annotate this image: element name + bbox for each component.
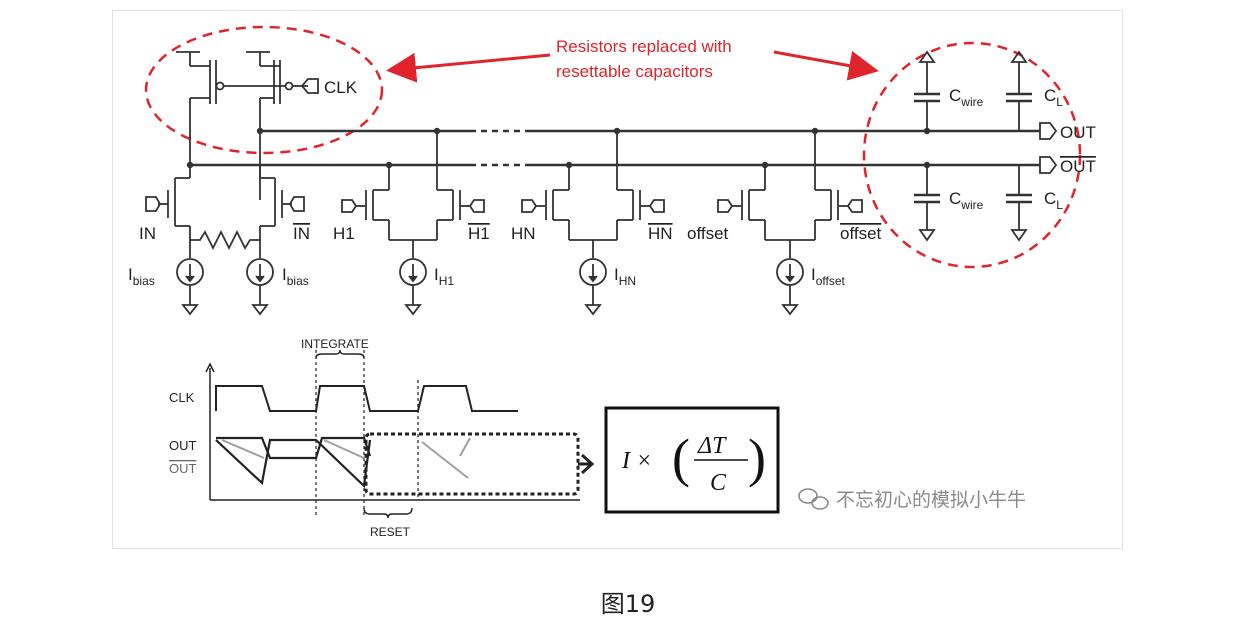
integrate-label: INTEGRATE xyxy=(301,337,369,351)
wechat-icon xyxy=(798,488,829,510)
callout-arrow-right xyxy=(773,50,879,81)
diff-pair-in xyxy=(145,165,305,258)
ihn-label: IHN xyxy=(614,265,636,288)
highlight-box xyxy=(364,432,580,496)
reset-label: RESET xyxy=(370,525,411,539)
callout-line1: Resistors replaced with xyxy=(556,37,732,56)
cwire-bottom-label: Cwire xyxy=(949,189,984,212)
pmos-load-right xyxy=(246,51,294,200)
circuit xyxy=(145,50,1058,316)
callout: Resistors replaced with resettable capac… xyxy=(144,25,1082,269)
out-bar-label: OUT xyxy=(1060,157,1096,176)
callout-ellipse-right xyxy=(862,41,1082,269)
formula-paren-right: ) xyxy=(748,428,766,488)
clk-label: CLK xyxy=(324,78,358,97)
cl-top-label: CL xyxy=(1044,86,1063,109)
ibias-left-label: Ibias xyxy=(128,265,155,288)
timing-clk-label: CLK xyxy=(169,390,195,405)
timing-out-label: OUT xyxy=(169,438,197,453)
formula-denominator: C xyxy=(710,470,727,496)
timing-labels: INTEGRATE RESET CLK OUT OUT xyxy=(169,337,411,539)
diff-pair-offset xyxy=(717,131,863,258)
offset-label: offset xyxy=(687,224,729,243)
watermark-text: 不忘初心的模拟小牛牛 xyxy=(836,489,1026,511)
cl-bottom-label: CL xyxy=(1044,189,1063,212)
formula-box: I × ( ΔT C ) xyxy=(604,406,780,514)
h1-label: H1 xyxy=(333,224,355,243)
formula-paren-left: ( xyxy=(672,428,690,488)
watermark: 不忘初心的模拟小牛牛 xyxy=(798,488,1026,511)
ibias-right-label: Ibias xyxy=(282,265,309,288)
h1-bar-label: H1 xyxy=(468,224,490,243)
hn-label: HN xyxy=(511,224,536,243)
callout-arrow-left xyxy=(386,52,551,83)
offset-bar-label: offset xyxy=(840,224,882,243)
grey-trace xyxy=(221,437,471,479)
timing-out-bar-label: OUT xyxy=(169,461,197,476)
current-sources xyxy=(176,258,804,316)
figure-caption: 图19 xyxy=(600,590,656,618)
in-label: IN xyxy=(139,224,156,243)
clk-waveform xyxy=(215,385,518,412)
diff-pair-h1 xyxy=(341,131,485,258)
callout-line2: resettable capacitors xyxy=(556,62,713,81)
circuit-labels: CLK OUT OUT Cwire CL Cwire CL IN IN H1 H… xyxy=(128,78,1096,288)
circuit-figure: Resistors replaced with resettable capac… xyxy=(128,25,1096,539)
out-label: OUT xyxy=(1060,123,1096,142)
callout-ellipse-left xyxy=(144,25,384,155)
in-bar-label: IN xyxy=(293,224,310,243)
capacitors xyxy=(914,50,1032,242)
hn-bar-label: HN xyxy=(648,224,673,243)
formula-left: I × xyxy=(621,448,652,474)
ih1-label: IH1 xyxy=(434,265,454,288)
cwire-top-label: Cwire xyxy=(949,86,984,109)
formula-numerator: ΔT xyxy=(697,433,727,459)
timing-diagram xyxy=(205,349,595,519)
ioffset-label: Ioffset xyxy=(811,265,846,288)
diff-pair-hn xyxy=(521,131,665,258)
